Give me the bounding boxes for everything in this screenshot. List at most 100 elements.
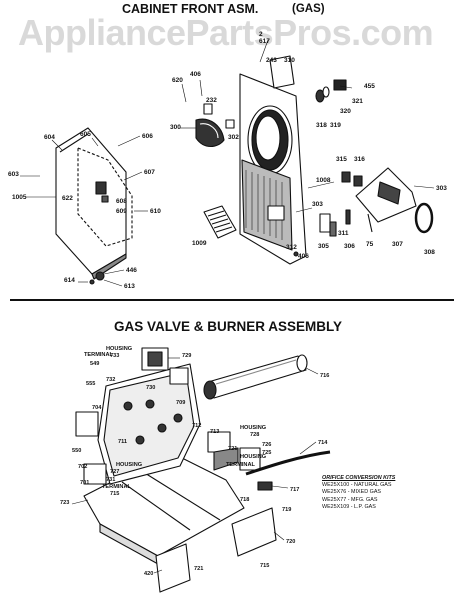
callout-604: 604 <box>44 134 55 141</box>
coil-shape <box>141 347 189 385</box>
callout-727: 727 <box>110 469 119 475</box>
callout-455: 455 <box>364 83 375 90</box>
fitting-shape <box>257 481 273 491</box>
screw-shape <box>95 271 105 281</box>
mounting-plate-shape <box>231 507 277 557</box>
callout-715-b: 715 <box>260 563 269 569</box>
callout-605: 605 <box>80 131 91 138</box>
door-latch-shape <box>195 103 235 148</box>
callout-725: 725 <box>262 450 271 456</box>
callout-606: 606 <box>142 133 153 140</box>
callout-310: 310 <box>284 57 295 64</box>
lower-bracket-shape <box>155 543 191 593</box>
door-switch-shape <box>315 79 347 103</box>
label-housing-4: HOUSING <box>240 454 266 460</box>
small-parts-shape <box>319 171 373 237</box>
callout-308: 308 <box>424 249 435 256</box>
callout-406: 406 <box>190 71 201 78</box>
callout-709: 709 <box>176 400 185 406</box>
callout-406-b: 406 <box>298 253 309 260</box>
callout-243: 243 <box>266 57 277 64</box>
burner-tube-shape <box>203 354 308 400</box>
callout-316: 316 <box>354 156 365 163</box>
door-gasket-shape <box>77 147 133 247</box>
cabinet-front-panel-shape <box>239 73 307 265</box>
callout-420: 420 <box>144 571 153 577</box>
watermark-text: AppliancePartsPros.com <box>18 12 434 53</box>
igniter-shape <box>75 411 261 485</box>
callout-702: 702 <box>78 464 87 470</box>
callout-2: 2 <box>259 31 263 38</box>
callout-550: 550 <box>72 448 81 454</box>
conversion-kit-line: WE25X77 - MFG. GAS <box>322 496 378 503</box>
callout-620: 620 <box>172 77 183 84</box>
callout-303-a: 303 <box>312 201 323 208</box>
callout-320: 320 <box>340 108 351 115</box>
callout-307: 307 <box>392 241 403 248</box>
callout-319: 319 <box>330 122 341 129</box>
label-terminal-3: TERMINAL <box>102 484 131 490</box>
callout-315: 315 <box>336 156 347 163</box>
callout-603: 603 <box>8 171 19 178</box>
callout-718: 718 <box>240 497 249 503</box>
callout-1005: 1005 <box>12 194 27 201</box>
callout-719: 719 <box>282 507 291 513</box>
callout-733: 733 <box>110 353 119 359</box>
callout-610: 610 <box>150 208 161 215</box>
cabinet-front-subtitle: (GAS) <box>292 3 325 15</box>
grille-shape <box>203 205 237 239</box>
callout-715: 715 <box>110 491 119 497</box>
callout-232: 232 <box>206 97 217 104</box>
callout-614: 614 <box>64 277 75 284</box>
callout-321: 321 <box>352 98 363 105</box>
callout-617: 617 <box>259 38 270 45</box>
conversion-kits-title: ORIFICE CONVERSION KITS <box>322 475 396 481</box>
callout-720: 720 <box>286 539 295 545</box>
callout-701: 701 <box>80 480 89 486</box>
callout-318: 318 <box>316 122 327 129</box>
callout-704: 704 <box>92 405 102 411</box>
callout-731: 731 <box>106 477 115 483</box>
callout-311: 311 <box>338 230 349 237</box>
callout-729: 729 <box>182 353 191 359</box>
callout-721-top: 721 <box>228 446 237 452</box>
label-terminal: TERMINAL <box>84 352 113 358</box>
callout-717: 717 <box>290 487 299 493</box>
callout-711: 711 <box>118 439 127 445</box>
callout-730: 730 <box>146 385 155 391</box>
callout-728: 728 <box>250 432 259 438</box>
callout-714: 714 <box>318 440 328 446</box>
callout-306: 306 <box>344 243 355 250</box>
callout-75: 75 <box>366 241 374 248</box>
label-housing-3: HOUSING <box>116 462 142 468</box>
callout-446: 446 <box>126 267 137 274</box>
callout-732: 732 <box>106 377 115 383</box>
callout-300: 300 <box>170 124 181 131</box>
callout-608: 608 <box>116 198 127 205</box>
gas-valve-shape <box>97 363 201 485</box>
callout-549: 549 <box>90 361 99 367</box>
screw-shape <box>293 251 299 257</box>
callout-721: 721 <box>194 566 203 572</box>
callout-613: 613 <box>124 283 135 290</box>
callout-305: 305 <box>318 243 329 250</box>
callout-726: 726 <box>262 442 271 448</box>
label-terminal-2: TERMINAL <box>226 462 255 468</box>
callout-716: 716 <box>320 373 329 379</box>
callout-607: 607 <box>144 169 155 176</box>
callout-712: 712 <box>192 423 201 429</box>
conversion-kit-line: WE25X100 - NATURAL GAS <box>322 482 392 489</box>
duct-shape <box>355 167 434 234</box>
conversion-kit-line: WE25X109 - L.P. GAS <box>322 503 376 510</box>
callout-713: 713 <box>210 429 219 435</box>
light-cover-shape <box>269 55 295 89</box>
callout-303-b: 303 <box>436 185 447 192</box>
gas-line-shape <box>245 450 331 476</box>
section-divider <box>10 299 454 301</box>
callout-302: 302 <box>228 134 239 141</box>
callout-609: 609 <box>116 208 127 215</box>
cabinet-front-title: CABINET FRONT ASM. <box>122 2 259 16</box>
callout-622: 622 <box>62 195 73 202</box>
label-housing: HOUSING <box>106 346 132 352</box>
